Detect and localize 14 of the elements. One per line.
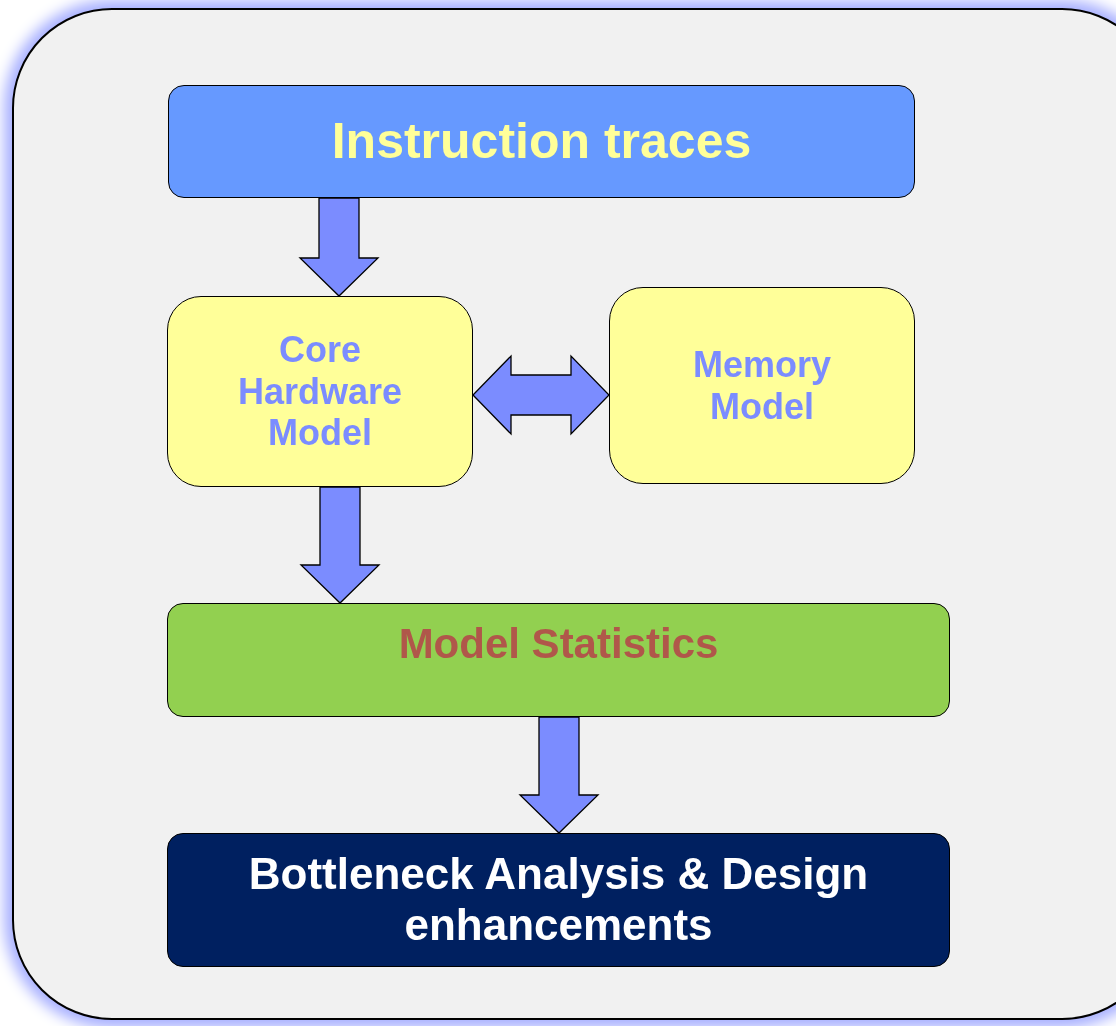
process-box — [168, 85, 915, 198]
node-label: Memory Model — [691, 344, 832, 427]
node-label: Instruction traces — [331, 112, 752, 171]
process-box — [167, 603, 950, 717]
process-box — [609, 287, 915, 484]
output-box — [167, 833, 950, 967]
node-label: Bottleneck Analysis & Design enhancements — [247, 849, 870, 951]
node-label: Core Hardware Model — [236, 329, 404, 454]
block-arrow — [298, 197, 380, 297]
block-arrow — [472, 354, 610, 436]
node-label: Model Statistics — [398, 620, 719, 669]
process-box — [167, 296, 473, 487]
block-arrow — [299, 486, 381, 604]
block-arrow — [518, 716, 600, 834]
